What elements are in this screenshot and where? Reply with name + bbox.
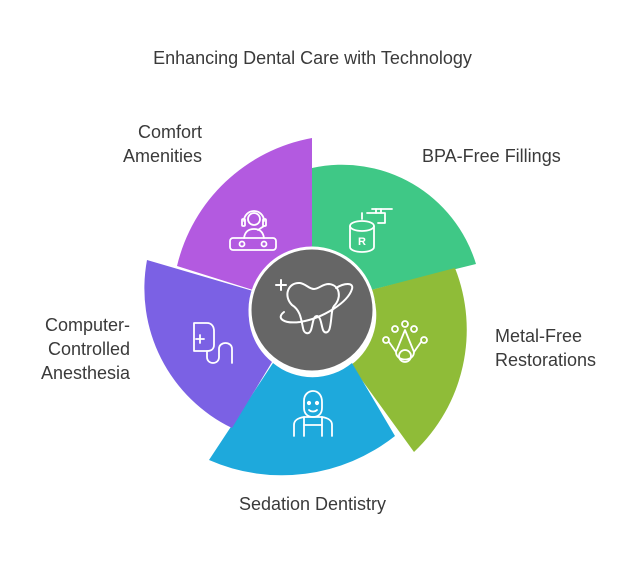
jar-ticket-icon: R bbox=[349, 208, 393, 253]
iv-drip-icon bbox=[193, 322, 233, 364]
label-metal-free-restorations: Metal-Free Restorations bbox=[495, 326, 597, 370]
segment-comfort bbox=[177, 138, 312, 290]
segment-computer bbox=[144, 260, 272, 428]
dentist-person-icon bbox=[293, 390, 333, 437]
tooth-icon bbox=[275, 279, 354, 335]
segment-sedation bbox=[209, 363, 395, 476]
label-sedation-dentistry: Sedation Dentistry bbox=[238, 494, 387, 514]
svg-text:R: R bbox=[358, 236, 366, 248]
center-circle bbox=[248, 246, 376, 374]
label-comfort-amenities: Comfort Amenities bbox=[122, 122, 202, 166]
label-computer-controlled-anesthesia: Computer- Controlled Anesthesia bbox=[40, 315, 130, 383]
crown-icon bbox=[382, 320, 428, 363]
label-bpa-free-fillings: BPA-Free Fillings bbox=[422, 146, 561, 166]
segment-bpa bbox=[312, 164, 476, 290]
headset-person-icon bbox=[229, 210, 277, 251]
diagram-title: Enhancing Dental Care with Technology bbox=[153, 48, 472, 68]
